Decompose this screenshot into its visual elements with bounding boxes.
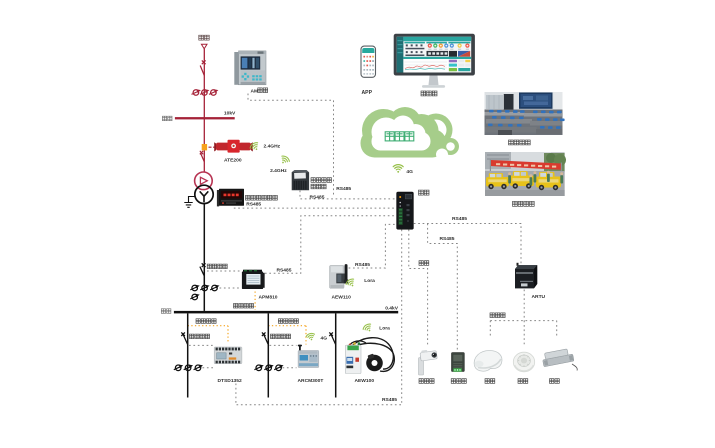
svg-text:Lora: Lora <box>379 325 390 331</box>
svg-text:4G: 4G <box>321 335 328 341</box>
svg-text:RS485: RS485 <box>277 268 292 274</box>
svg-text:RS485: RS485 <box>382 397 397 403</box>
svg-text:0.4kV: 0.4kV <box>385 305 399 311</box>
svg-text:ARCM300T: ARCM300T <box>298 378 324 384</box>
svg-text:2.4GHz: 2.4GHz <box>264 144 281 150</box>
svg-text:RS485: RS485 <box>246 202 261 208</box>
svg-text:AM: AM <box>251 88 259 94</box>
svg-text:10kV: 10kV <box>224 111 236 117</box>
svg-text:APP: APP <box>362 90 373 96</box>
svg-text:ATE200: ATE200 <box>224 157 242 163</box>
svg-text:DTSD1352: DTSD1352 <box>218 378 242 384</box>
svg-text:RS485: RS485 <box>355 262 370 268</box>
svg-text:4G: 4G <box>406 169 413 175</box>
svg-text:ARTU: ARTU <box>532 294 546 300</box>
svg-text:RS485: RS485 <box>310 194 325 200</box>
svg-text:RS485: RS485 <box>336 186 351 192</box>
svg-text:Lora: Lora <box>364 278 375 284</box>
svg-text:2.4GHz: 2.4GHz <box>270 168 287 174</box>
svg-text:APM810: APM810 <box>259 294 278 300</box>
svg-text:RS485: RS485 <box>452 216 467 222</box>
svg-text:AEW100: AEW100 <box>355 378 375 384</box>
svg-text:RS485: RS485 <box>440 236 455 242</box>
svg-text:AEW110: AEW110 <box>332 294 352 300</box>
